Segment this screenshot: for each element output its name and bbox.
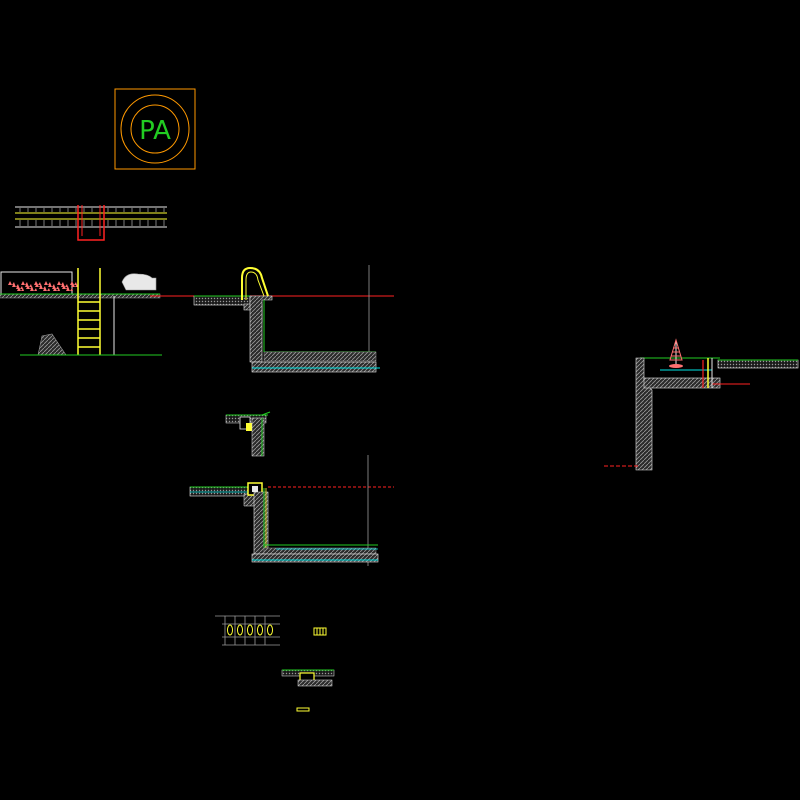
- gutter-section-detail: [281, 669, 335, 712]
- pool-section-overflow: [189, 455, 394, 566]
- pa-symbol: PA: [114, 88, 196, 170]
- plant-symbol: [669, 338, 683, 368]
- pa-symbol-label: PA: [139, 116, 171, 146]
- pool-edge-section-right: [604, 338, 799, 471]
- grating-plan-detail: [215, 615, 327, 646]
- ladder-elevation-view: [0, 268, 162, 356]
- pa-symbol-outer-circle: [120, 94, 190, 164]
- pa-symbol-inner-circle: [130, 104, 180, 154]
- coping-detail-small: [225, 411, 271, 457]
- pool-section-handrail: [150, 265, 394, 373]
- ladder-plan-view: [15, 205, 167, 241]
- pa-symbol-frame: [114, 88, 196, 170]
